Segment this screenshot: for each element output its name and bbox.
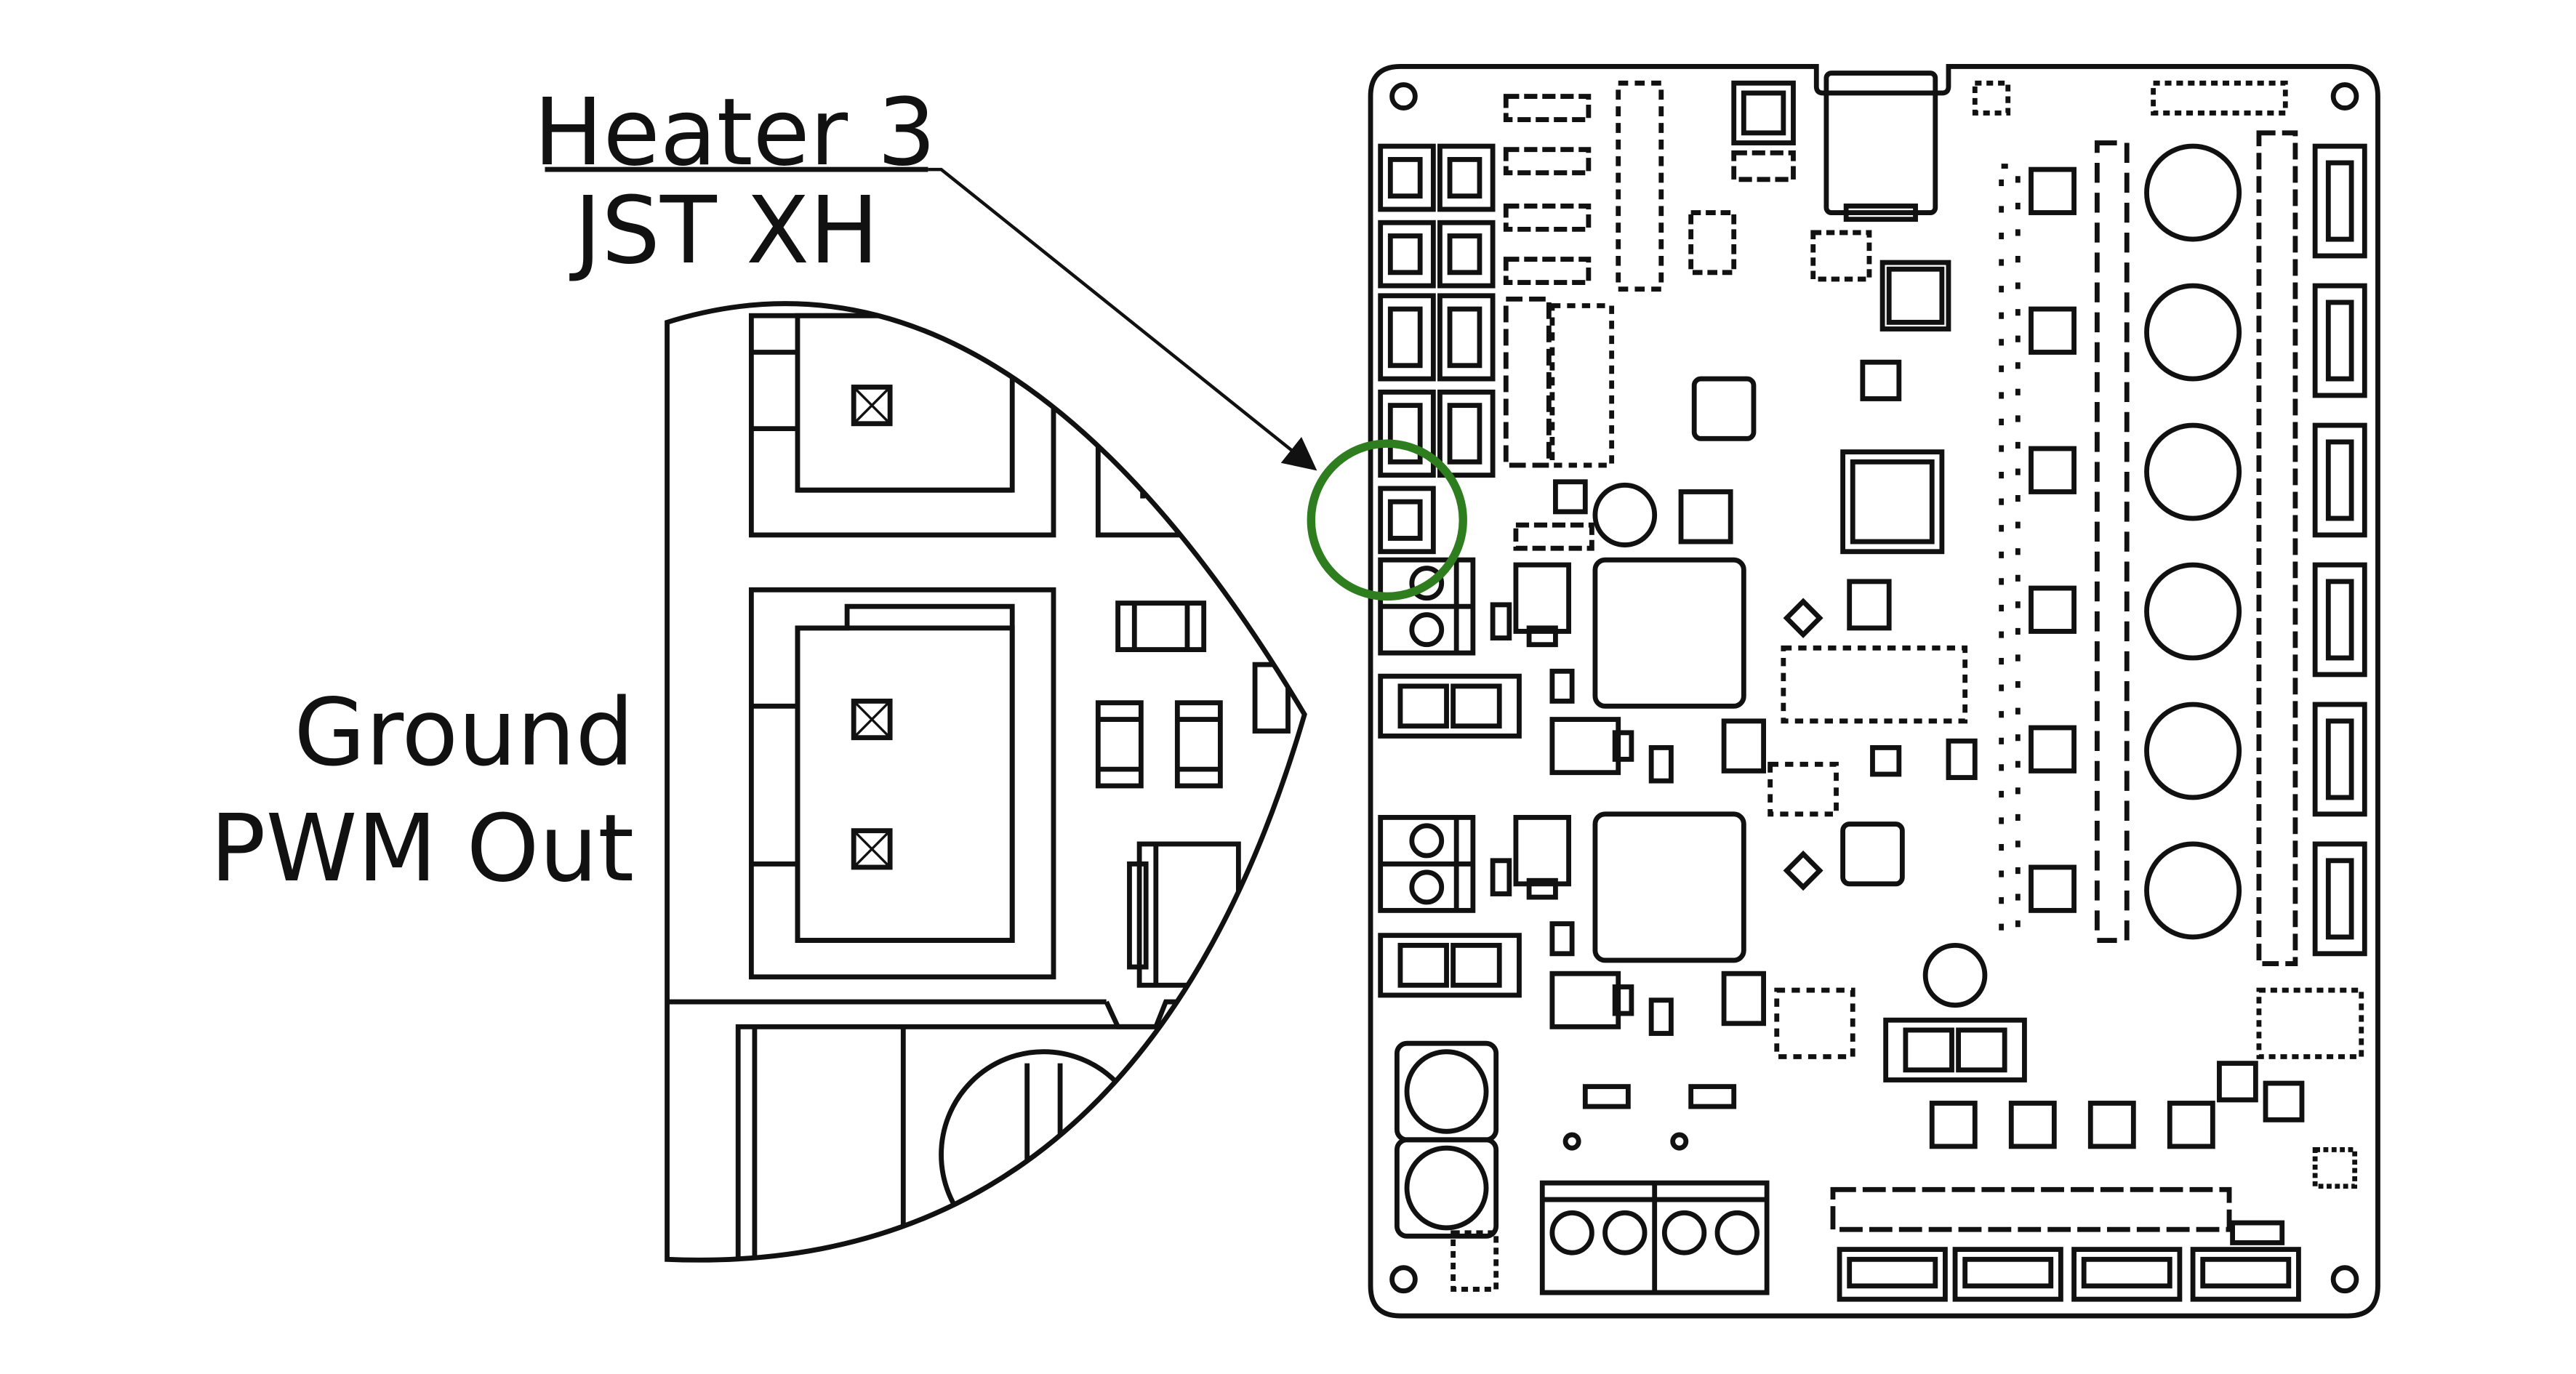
pin-label-pwm-out: PWM Out bbox=[210, 795, 634, 903]
pin-label-ground: Ground bbox=[294, 679, 634, 787]
pwm-out-pin bbox=[851, 828, 893, 870]
board-outline bbox=[1368, 63, 2380, 1319]
magnified-detail bbox=[665, 301, 1307, 1263]
heater3-connector-board bbox=[1378, 486, 1436, 555]
heater3-connector-outline bbox=[748, 587, 1056, 980]
heater3-highlight-circle bbox=[1307, 439, 1467, 601]
leader-line-arrow bbox=[928, 167, 1317, 471]
ground-pin bbox=[851, 698, 893, 741]
callout-subtitle: JST XH bbox=[569, 177, 879, 285]
pcb-board bbox=[1368, 63, 2380, 1319]
